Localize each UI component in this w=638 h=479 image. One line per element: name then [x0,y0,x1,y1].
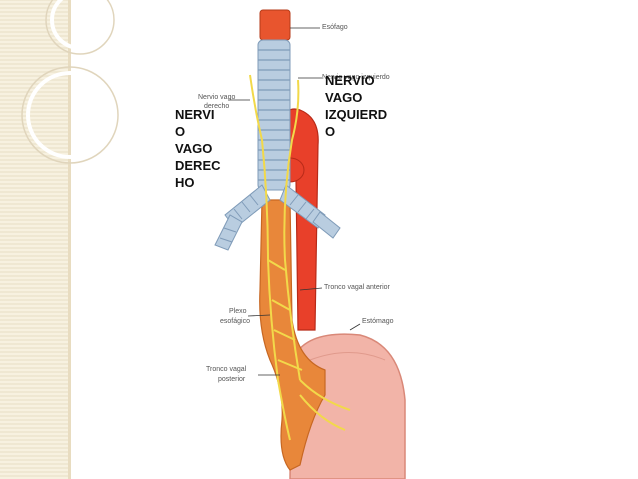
panel-texture [0,0,68,479]
label-tronco-posterior-1: Tronco vagal [206,366,247,373]
label-tronco-posterior-2: posterior [218,376,246,383]
deco-circle-top [50,0,110,50]
label-esofago: Esófago [322,24,348,31]
label-nervio-vago-derecho-small-1: Nervio vago [198,94,236,101]
esophagus-top [259,9,291,41]
deco-circle-mid-outline [21,66,119,164]
callout-nervio-vago-izquierdo: NERVIO VAGO IZQUIERD O [325,73,388,139]
label-plexo-2: esofágico [220,318,250,325]
label-estomago: Estómago [362,318,394,325]
vagus-nerves [249,74,351,441]
label-nervio-vago-izquierdo-small: Nervio vago izquierdo [322,74,390,81]
deco-circle-mid [26,71,114,159]
callout-nervio-vago-derecho: NERVI O VAGO DEREC HO [175,107,221,190]
esophagus-diagram [214,9,406,479]
side-decoration-panel [0,0,71,479]
decorative-circles [21,0,119,164]
label-plexo-1: Plexo [229,308,247,315]
trachea [214,39,341,251]
leader-lines [228,27,361,376]
label-tronco-vagal-anterior: Tronco vagal anterior [324,284,390,291]
deco-circle-top-outline [45,0,115,55]
label-nervio-vago-derecho-small-2: derecho [204,103,230,110]
